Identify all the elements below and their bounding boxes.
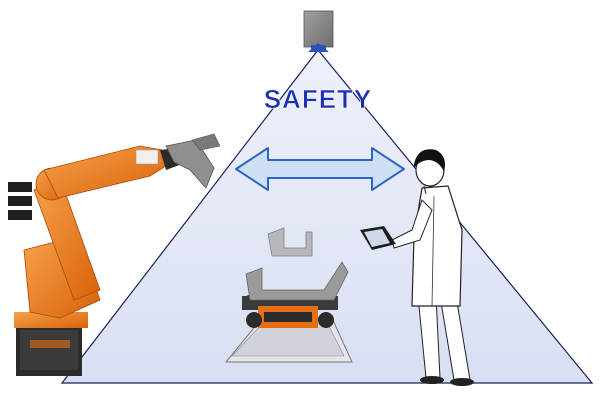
double-arrow-icon: [235, 147, 405, 191]
operator-icon: [360, 149, 474, 386]
safety-title: SAFETY: [264, 84, 373, 114]
sensor-icon: [303, 10, 334, 52]
robot-arm-icon: [8, 133, 221, 376]
workpiece-fixture-icon: [224, 227, 353, 363]
